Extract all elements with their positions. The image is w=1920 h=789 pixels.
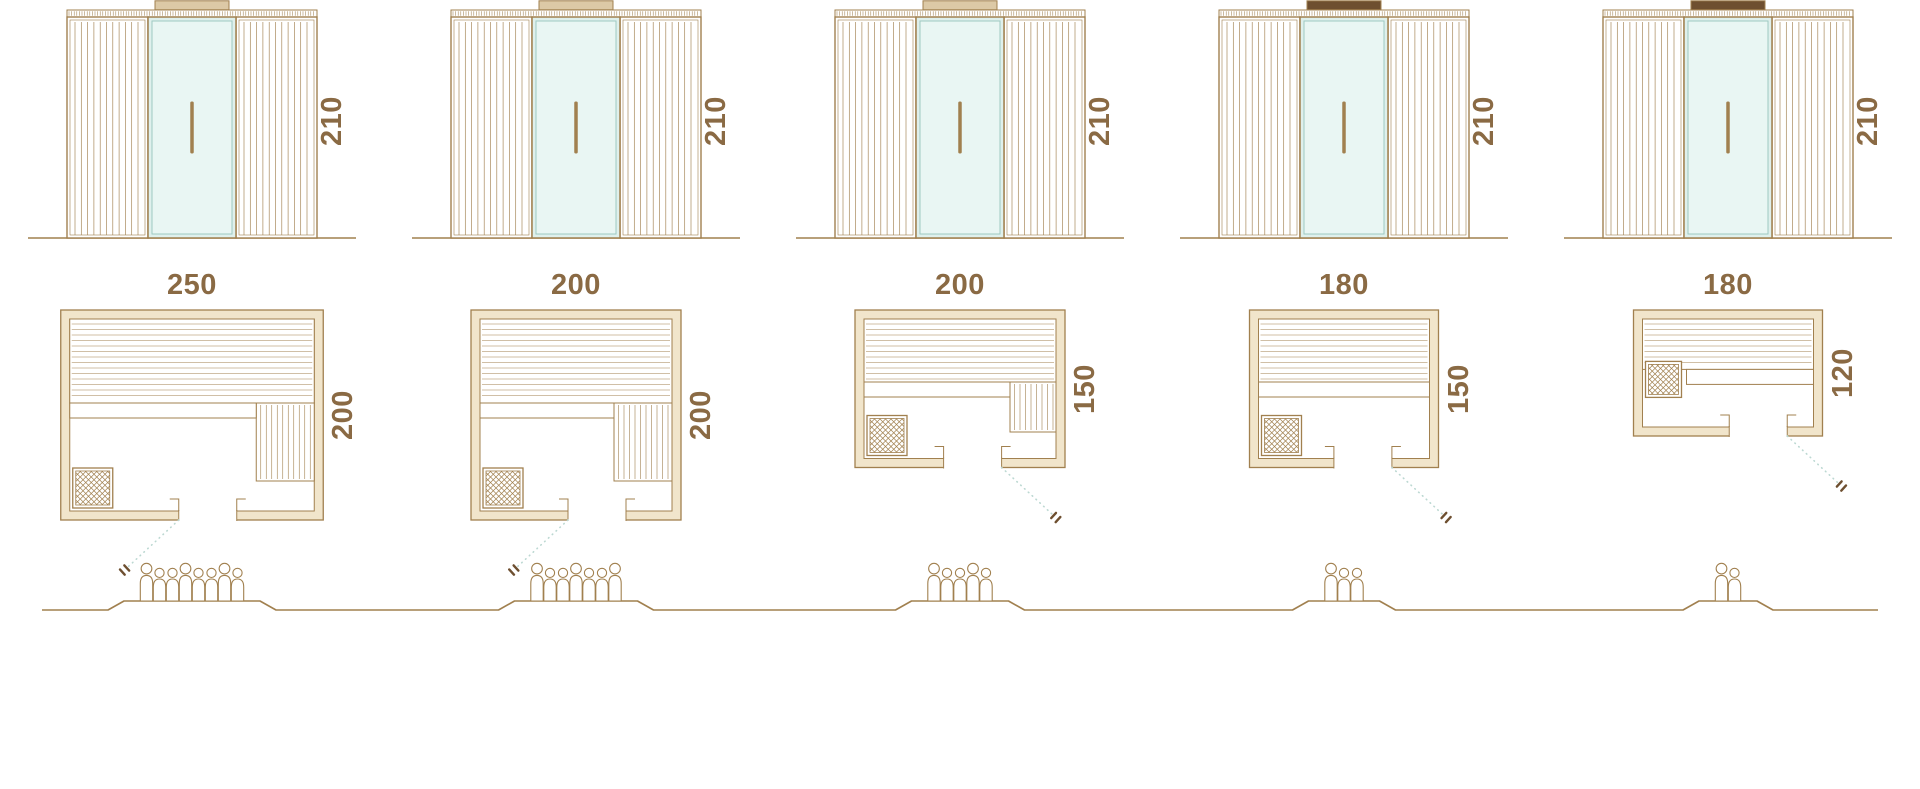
elevation-view-1: 210	[0, 0, 384, 246]
depth-dimension-3: 150	[1069, 363, 1101, 414]
width-dimension-5: 180	[1703, 269, 1753, 301]
model-column-4: 210 180 150	[1152, 0, 1536, 640]
elevation-view-3: 210	[768, 0, 1152, 246]
capacity-figures-row	[42, 562, 1878, 611]
model-column-3: 210 200 150	[768, 0, 1152, 640]
elevation-drawing-4	[1180, 0, 1508, 239]
height-dimension-3: 210	[1084, 96, 1116, 146]
plan-view-1: 250 200	[0, 268, 384, 640]
plan-drawing-4	[1248, 309, 1452, 524]
height-dimension-2: 210	[700, 96, 732, 146]
plan-view-4: 180 150	[1152, 268, 1536, 640]
elevation-drawing-2	[412, 0, 740, 239]
width-dimension-4: 180	[1319, 269, 1369, 301]
width-dimension-2: 200	[551, 269, 601, 301]
plan-drawing-5	[1632, 309, 1848, 492]
plan-view-5: 180 120	[1536, 268, 1920, 640]
plan-drawing-3	[854, 309, 1066, 524]
model-column-2: 210 200 200	[384, 0, 768, 640]
elevation-view-2: 210	[384, 0, 768, 246]
elevation-view-4: 210	[1152, 0, 1536, 246]
plan-drawing-2	[470, 309, 682, 576]
height-dimension-4: 210	[1468, 96, 1500, 146]
depth-dimension-4: 150	[1442, 363, 1475, 414]
depth-dimension-1: 200	[327, 390, 360, 440]
height-dimension-5: 210	[1852, 96, 1884, 146]
width-dimension-3: 200	[935, 269, 985, 301]
plan-view-2: 200 200	[384, 268, 768, 640]
plan-view-3: 200 150	[768, 268, 1152, 640]
elevation-drawing-1	[28, 0, 356, 239]
elevation-drawing-5	[1564, 0, 1892, 239]
depth-dimension-5: 120	[1826, 348, 1859, 398]
plan-drawing-1	[60, 309, 324, 576]
elevation-drawing-3	[796, 0, 1124, 239]
model-column-5: 210 180 120	[1536, 0, 1920, 640]
width-dimension-1: 250	[167, 269, 217, 301]
height-dimension-1: 210	[316, 96, 348, 146]
model-column-1: 210 250 200	[0, 0, 384, 640]
depth-dimension-2: 200	[685, 390, 717, 440]
elevation-view-5: 210	[1536, 0, 1920, 246]
